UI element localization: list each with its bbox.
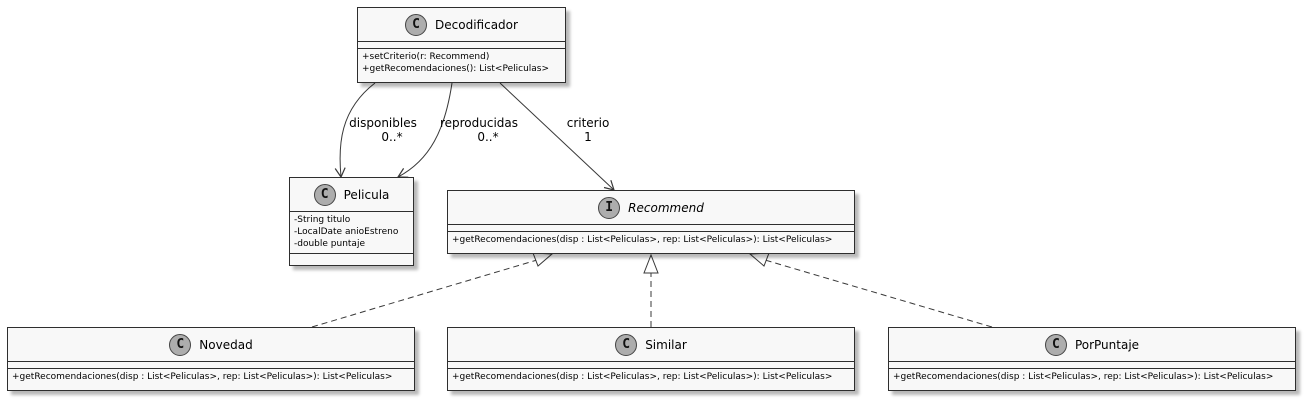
class-header: C Similar [448, 328, 854, 361]
assoc-label-criterio: criterio 1 [560, 116, 616, 144]
class-stereotype-icon: C [169, 333, 192, 356]
field: -String titulo [294, 215, 351, 225]
fields-section: -String titulo -LocalDate anioEstreno -d… [290, 212, 413, 253]
method: +getRecomendaciones(): List<Peliculas> [362, 64, 550, 74]
class-name: Pelicula [343, 187, 390, 202]
class-pelicula[interactable]: C Pelicula -String titulo -LocalDate ani… [289, 177, 414, 266]
class-stereotype-icon: C [313, 183, 336, 206]
association-reproducidas [396, 82, 453, 178]
association-criterio [499, 82, 615, 191]
method: +getRecomendaciones(disp : List<Pelicula… [893, 372, 1274, 382]
association-disponibles [334, 82, 376, 179]
class-decodificador[interactable]: C Decodificador +setCriterio(r: Recommen… [357, 7, 566, 83]
class-header: C PorPuntaje [889, 328, 1295, 361]
assoc-label-disponibles: disponibles 0..* [343, 116, 423, 144]
multiplicity-criterio: 1 [584, 130, 592, 144]
class-similar[interactable]: C Similar +getRecomendaciones(disp : Lis… [447, 327, 855, 391]
method: +getRecomendaciones(disp : List<Pelicula… [452, 235, 833, 245]
realization-head-similar [643, 253, 659, 274]
field: -LocalDate anioEstreno [294, 227, 399, 237]
method: +getRecomendaciones(disp : List<Pelicula… [12, 372, 393, 382]
class-header: I Recommend [448, 191, 854, 224]
methods-section [290, 254, 413, 260]
class-stereotype-icon: C [405, 13, 428, 36]
multiplicity-reproducidas: 0..* [477, 130, 499, 144]
methods-section: +getRecomendaciones(disp : List<Pelicula… [8, 369, 414, 386]
realization-porpuntaje [764, 259, 993, 328]
class-name: Novedad [199, 337, 253, 352]
class-header: C Novedad [8, 328, 414, 361]
realization-novedad [311, 259, 538, 328]
class-stereotype-icon: C [1044, 333, 1067, 356]
class-name: Similar [645, 337, 687, 352]
interface-stereotype-icon: I [598, 196, 621, 219]
role-reproducidas: reproducidas [439, 116, 519, 130]
field: -double puntaje [294, 239, 365, 249]
class-header: C Pelicula [290, 178, 413, 211]
class-name: PorPuntaje [1074, 337, 1140, 352]
methods-section: +getRecomendaciones(disp : List<Pelicula… [889, 369, 1295, 386]
multiplicity-disponibles: 0..* [381, 130, 403, 144]
method: +getRecomendaciones(disp : List<Pelicula… [452, 372, 833, 382]
class-stereotype-icon: C [615, 333, 638, 356]
class-header: C Decodificador [358, 8, 565, 41]
class-name: Recommend [628, 200, 704, 215]
realization-head-novedad [532, 252, 554, 267]
methods-section: +getRecomendaciones(disp : List<Pelicula… [448, 232, 854, 249]
assoc-label-reproducidas: reproducidas 0..* [438, 116, 520, 144]
methods-section: +setCriterio(r: Recommend) +getRecomenda… [358, 49, 565, 78]
interface-recommend[interactable]: I Recommend +getRecomendaciones(disp : L… [447, 190, 855, 254]
class-porpuntaje[interactable]: C PorPuntaje +getRecomendaciones(disp : … [888, 327, 1296, 391]
class-novedad[interactable]: C Novedad +getRecomendaciones(disp : Lis… [7, 327, 415, 391]
class-name: Decodificador [435, 17, 518, 32]
method: +setCriterio(r: Recommend) [362, 52, 490, 62]
role-criterio: criterio [566, 116, 610, 130]
role-disponibles: disponibles [349, 116, 417, 130]
realization-head-porpuntaje [748, 252, 770, 267]
methods-section: +getRecomendaciones(disp : List<Pelicula… [448, 369, 854, 386]
